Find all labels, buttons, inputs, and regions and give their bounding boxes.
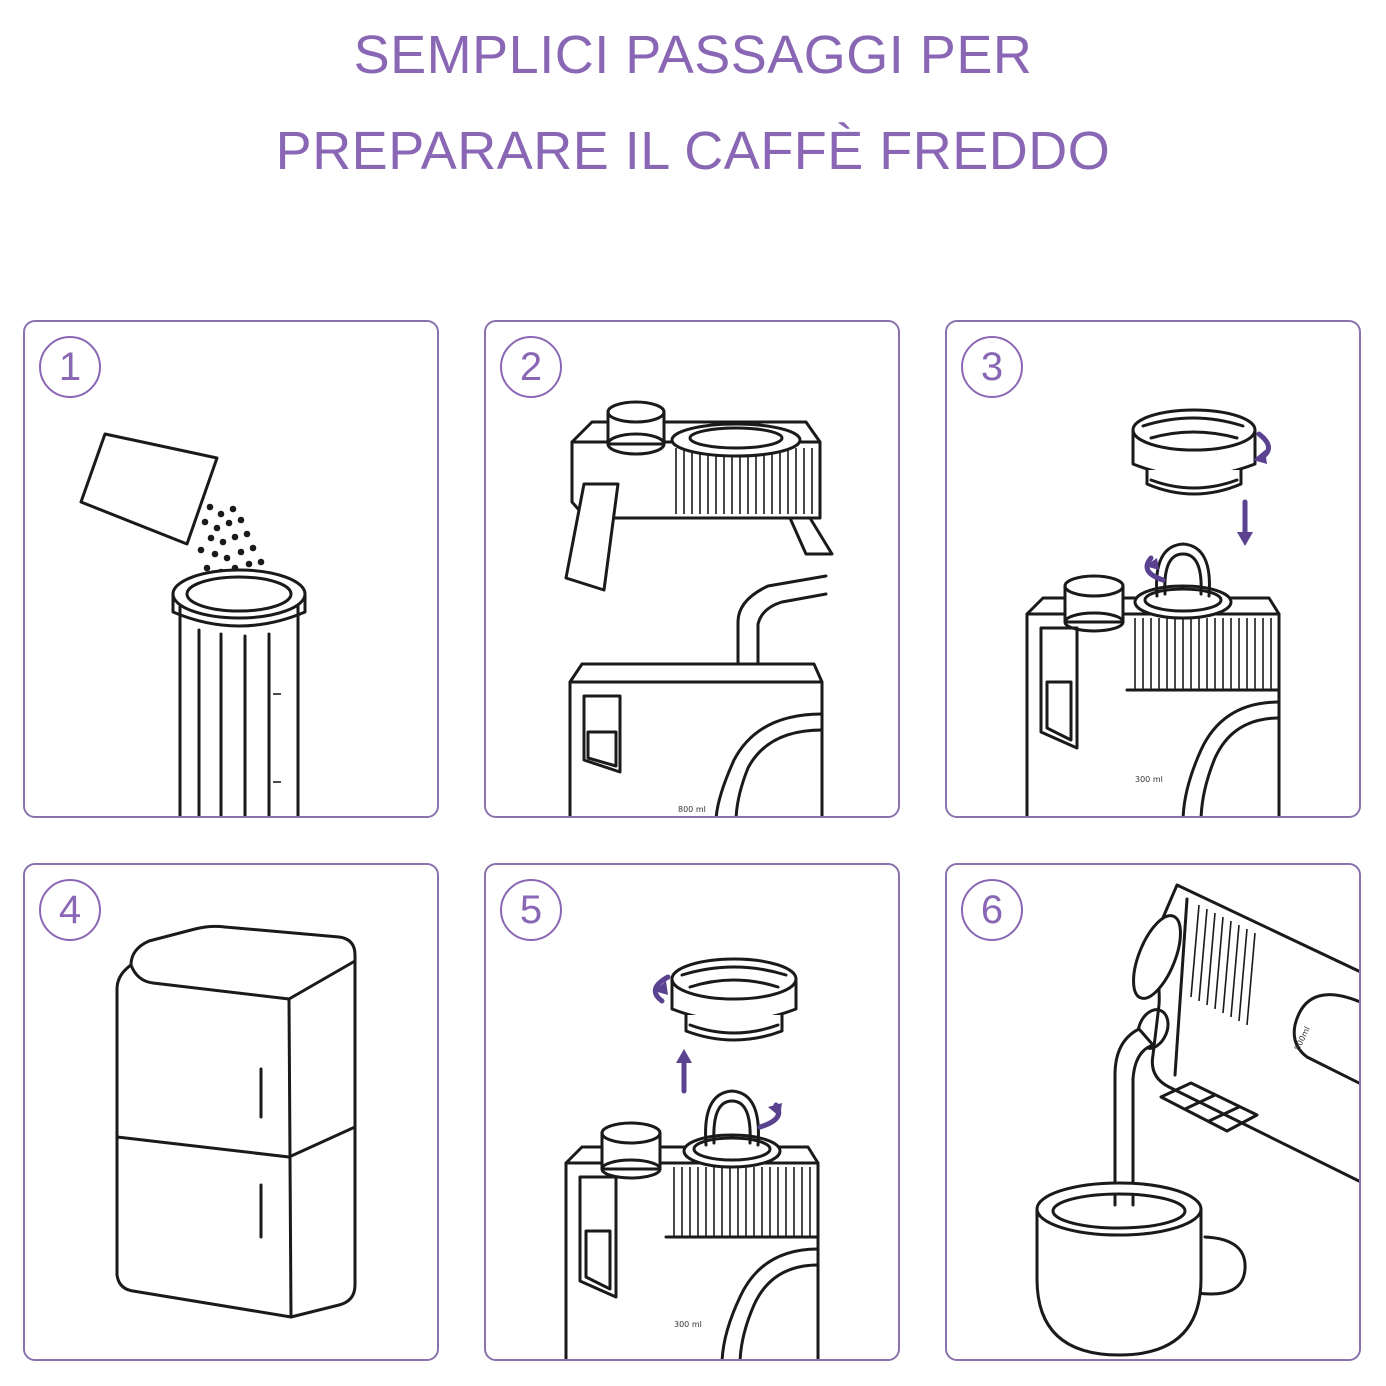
pitcher-icon [568, 662, 824, 816]
step-number-5: 5 [500, 879, 562, 941]
pour-water-illustration: 800 ml [564, 400, 834, 816]
page-title-line-1: SEMPLICI PASSAGGI PER [353, 25, 1033, 85]
step-panel-5: 5 [484, 863, 900, 1361]
cup-handle-icon [1195, 1235, 1247, 1296]
step-panel-6: 6 800ml [945, 863, 1361, 1361]
cup-icon [1035, 1207, 1203, 1357]
grip-ridges-icon [1134, 618, 1272, 690]
pitcher-capacity-label: 800 ml [678, 805, 706, 814]
grip-ridges-icon [675, 448, 813, 514]
grip-ridges-icon [1190, 904, 1256, 1026]
pitcher-capacity-label: 300 ml [1135, 775, 1163, 784]
step-number-1: 1 [39, 336, 101, 398]
refrigerator-illustration [115, 924, 357, 1319]
pour-grounds-illustration [79, 432, 307, 816]
remove-lid-illustration: 300 ml [564, 957, 820, 1359]
step-panel-2: 2 800 ml [484, 320, 900, 818]
screw-lid-illustration: 300 ml [1025, 408, 1281, 816]
grip-ridges-icon [673, 1167, 811, 1237]
step-number-6: 6 [961, 879, 1023, 941]
step-panel-4: 4 [23, 863, 439, 1361]
step-number-2: 2 [500, 336, 562, 398]
pour-stream-icon [1113, 1027, 1155, 1205]
coffee-grounds-icon [197, 503, 265, 576]
step-panel-1: 1 [23, 320, 439, 818]
refrigerator-icon [115, 924, 357, 1319]
coffee-bag-icon [79, 432, 219, 546]
step-panel-3: 3 [945, 320, 1361, 818]
pitcher-capacity-label: 300 ml [674, 1320, 702, 1329]
page-title-line-2: PREPARARE IL CAFFÈ FREDDO [275, 121, 1111, 181]
step-number-4: 4 [39, 879, 101, 941]
step-number-3: 3 [961, 336, 1023, 398]
pour-into-cup-illustration: 800ml [1035, 883, 1359, 1357]
